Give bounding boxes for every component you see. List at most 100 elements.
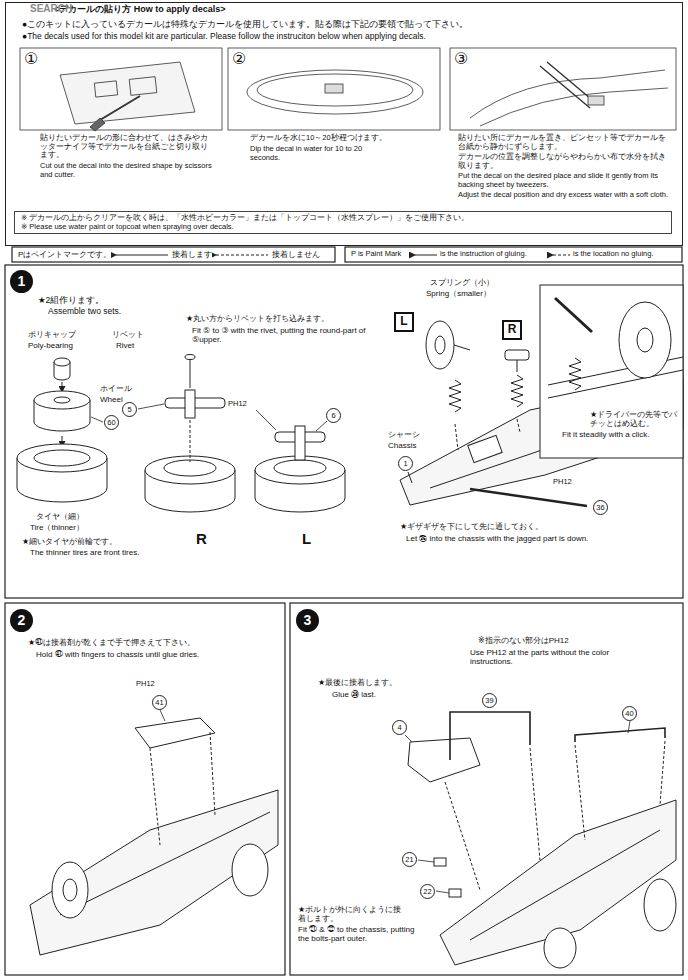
side-mark: R (502, 320, 522, 340)
legend-sample-shape (553, 255, 570, 256)
chassis-step3-shape (575, 745, 585, 840)
mark-letter: 2 (18, 612, 26, 628)
wheel-parts-shape (34, 450, 90, 466)
instruction-text: Hold ㊶ with fingers to chassis until glu… (36, 650, 199, 659)
axle-assembly-shape (164, 460, 216, 476)
chassis-step2-shape (150, 748, 160, 845)
instruction-text: Let ㊱ into the chassis with the jagged p… (406, 534, 676, 543)
chassis-step3-shape (644, 879, 676, 931)
decal-step-picture-shape (100, 96, 140, 120)
front-suspension-shape (449, 380, 461, 412)
panel-frame-shape (5, 603, 285, 975)
decal-step-picture-shape (90, 118, 105, 131)
decal-step-picture-shape (94, 81, 117, 97)
instruction-text: ●このキットに入っているデカールは特殊なデカールを使用しています。貼る際は下記の… (22, 20, 672, 30)
instruction-text: ★丸い方からリベットを打ち込みます。 (186, 314, 329, 323)
side-letter: L (302, 530, 311, 547)
axle-assembly-shape (295, 426, 305, 460)
step-number: 2 (10, 609, 33, 632)
instruction-text: 貼りたい所にデカールを置き、ピンセット等でデカールを台紙から静かにずらします。 (458, 134, 673, 151)
leader-line-shape (436, 891, 449, 893)
note-text: ※ デカールの上からクリアーを吹く時は、「水性ホビーカラー」または「トップコート… (21, 214, 665, 223)
instruction-text: Assemble two sets. (48, 307, 121, 317)
detail-inset-shape (569, 358, 581, 390)
callout-number: 40 (622, 706, 637, 721)
instruction-text: Glue ㊴ last. (332, 690, 376, 699)
decal-step-picture-shape (325, 84, 343, 93)
instruction-text: シャーシ (388, 430, 420, 439)
decal-step-picture-shape (257, 74, 413, 106)
leader-line-shape (256, 410, 276, 430)
leader-line-shape (91, 417, 103, 422)
front-suspension-shape (426, 321, 454, 369)
instruction-text: ★細いタイヤが前輪です。 (22, 537, 117, 546)
instruction-text: ★2組作ります。 (38, 296, 104, 306)
panel-frame-shape (290, 603, 683, 975)
wheel-parts-shape (54, 397, 70, 403)
callout-number: 1 (398, 456, 413, 471)
chassis-step3-shape (575, 728, 665, 742)
wheel-parts-shape (17, 444, 107, 472)
front-suspension-shape (408, 472, 412, 483)
callout-number: 22 (420, 884, 435, 899)
instruction-text: Fit it steadily with a click. (562, 430, 680, 439)
legend-sample-shape (216, 255, 268, 256)
panel-frame-shape (5, 265, 683, 598)
instruction-text: Chassis (388, 441, 416, 450)
instruction-text: P is Paint Mark (351, 250, 401, 259)
chassis-step3-shape (660, 741, 665, 805)
instruction-text: PH12 (136, 680, 155, 689)
chassis-step3-shape (530, 748, 540, 860)
instruction-text: Adjust the decal position and dry excess… (458, 191, 673, 200)
callout-number: 39 (482, 693, 497, 708)
chassis-step3-shape (450, 712, 530, 760)
front-suspension-shape (511, 375, 523, 407)
instruction-text: Pはペイントマークです。 (18, 250, 111, 259)
detail-inset (540, 285, 683, 458)
instruction-text: The thinner tires are front tires. (30, 548, 139, 557)
instruction-text: Spring（smaller） (426, 289, 491, 298)
instruction-text: ② (232, 50, 246, 68)
chassis-step2-shape (60, 812, 270, 915)
instruction-text: スプリング（小） (430, 278, 494, 287)
panel-frame-shape (345, 247, 682, 262)
instruction-text: ★㊶は接着剤が乾くまで手で押さえて下さい。 (28, 638, 195, 647)
wheel-parts (17, 358, 107, 502)
leader-line-shape (138, 404, 164, 409)
detail-inset-shape (619, 302, 671, 378)
chassis-step2-shape (63, 879, 77, 901)
chassis-step2-shape (30, 790, 278, 955)
instruction-text: ③ (454, 50, 468, 68)
chassis-step3 (408, 712, 676, 968)
instruction-text: PH12 (228, 400, 247, 409)
callout-number: 21 (402, 852, 417, 867)
instruction-text: デカールを水に10～20秒程つけます。 (250, 134, 420, 143)
decal-step-picture-shape (129, 77, 157, 96)
instruction-text: ポリキャップ (28, 330, 76, 339)
front-suspension-shape (517, 360, 518, 372)
wheel-parts-shape (54, 358, 70, 366)
front-suspension-shape (454, 345, 470, 350)
chassis-step3-shape (434, 858, 446, 866)
mark-letter: 1 (18, 273, 26, 289)
decal-step-picture-shape (588, 96, 604, 105)
axle-assembly-shape (190, 420, 191, 462)
decal-step-picture-shape (20, 48, 222, 130)
instruction-text: タイヤ（細） (36, 512, 84, 521)
instruction-text: ★最後に接着します。 (318, 678, 397, 687)
callout-number: 36 (593, 500, 608, 515)
chassis-step3-shape (449, 889, 461, 897)
leader-line-shape (160, 710, 165, 721)
mark-letter: L (400, 315, 407, 329)
instruction-text: PH12 (553, 478, 572, 487)
step-number: 1 (10, 270, 33, 293)
decal-step-picture (20, 48, 676, 131)
instruction-text: Dip the decal in water for 10 to 20 seco… (250, 145, 370, 162)
panel-frame-shape (12, 247, 335, 262)
detail-inset-shape (637, 328, 653, 352)
front-suspension-shape (517, 419, 520, 432)
axle-assembly-shape (185, 355, 195, 360)
front-suspension-shape (468, 435, 502, 462)
instruction-text: ●The decals used for this model kit are … (22, 32, 672, 42)
chassis-step3-shape (470, 830, 660, 940)
